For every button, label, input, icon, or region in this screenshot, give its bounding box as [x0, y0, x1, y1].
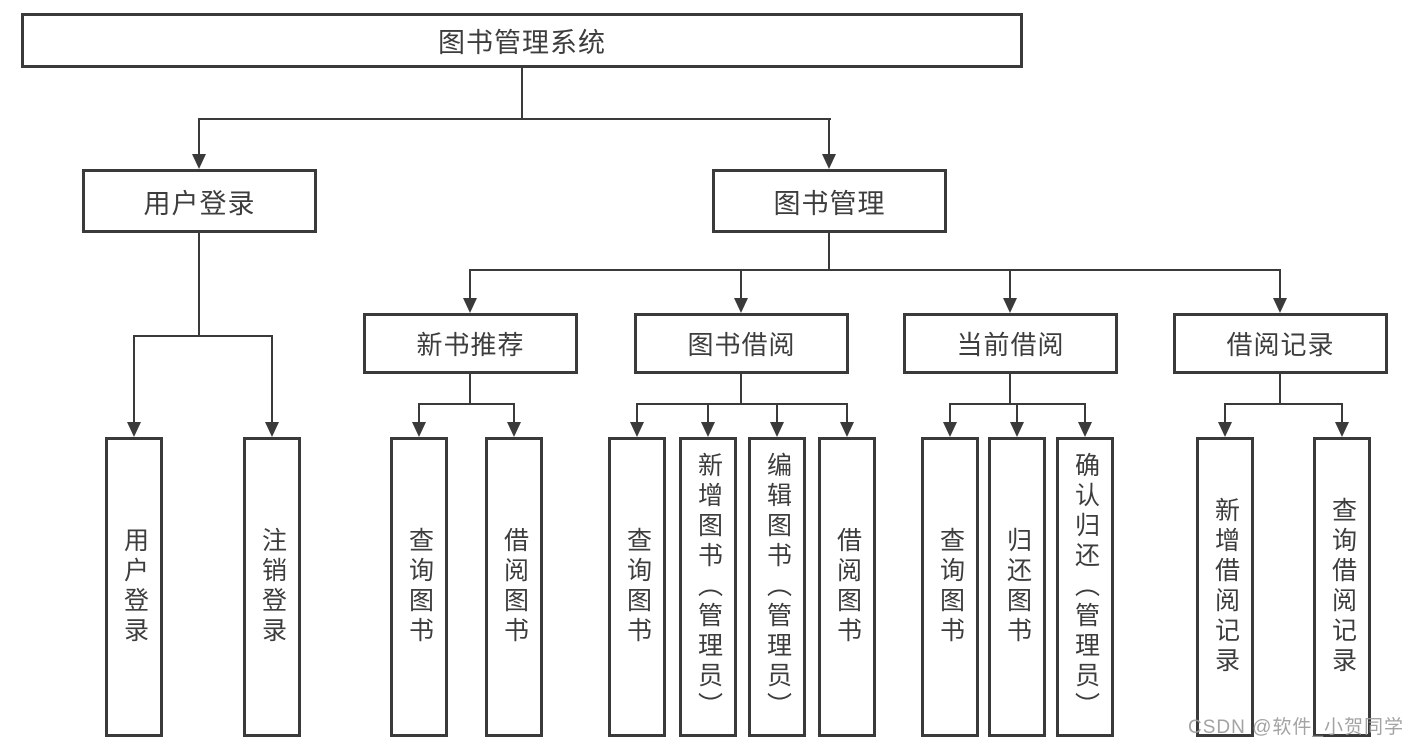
- node-new-book-recommend-label: 新书推荐: [416, 330, 525, 360]
- edge-drop: [707, 403, 709, 424]
- edge-book-management-stem: [828, 233, 830, 271]
- leaf-add-borrow-record: 新增借阅记录: [1196, 437, 1254, 737]
- edge-drop-borrow-records: [1279, 269, 1281, 300]
- node-book-borrow-label: 图书借阅: [687, 330, 796, 360]
- arrow-down-icon: [1010, 422, 1024, 437]
- arrow-down-icon: [265, 422, 279, 437]
- edge-book-borrow-bar: [636, 403, 848, 405]
- leaf-label: 借阅图书: [500, 527, 529, 647]
- arrow-down-icon: [701, 422, 715, 437]
- node-borrow-records: 借阅记录: [1173, 313, 1388, 374]
- edge-user-login-stem: [198, 233, 200, 337]
- edge-drop: [513, 403, 515, 424]
- edge-level2-bar: [198, 118, 831, 120]
- edge-drop-leaf-logout: [271, 335, 273, 424]
- edge-drop: [776, 403, 778, 424]
- node-root-label: 图书管理系统: [438, 28, 606, 58]
- arrow-down-icon: [463, 298, 477, 313]
- edge-drop: [846, 403, 848, 424]
- edge-root-stem: [521, 68, 523, 120]
- edge-drop-book-borrow: [740, 269, 742, 300]
- edge-current-borrow-stem: [1009, 374, 1011, 405]
- edge-book-borrow-stem: [740, 374, 742, 405]
- watermark: CSDN @软件_小贺同学: [1188, 717, 1404, 738]
- leaf-query-books-recommend: 查询图书: [390, 437, 448, 737]
- leaf-edit-books-admin: 编辑图书（管理员）: [748, 437, 806, 737]
- leaf-add-books-admin: 新增图书（管理员）: [679, 437, 737, 737]
- edge-drop: [1224, 403, 1226, 424]
- leaf-label: 确认归还（管理员）: [1071, 452, 1100, 722]
- node-root: 图书管理系统: [21, 13, 1023, 68]
- node-borrow-records-label: 借阅记录: [1226, 330, 1335, 360]
- edge-drop: [949, 403, 951, 424]
- node-user-login-label: 用户登录: [143, 188, 256, 219]
- arrow-down-icon: [1218, 422, 1232, 437]
- edge-drop-book-management: [828, 118, 830, 156]
- node-new-book-recommend: 新书推荐: [363, 313, 578, 374]
- leaf-label: 新增借阅记录: [1211, 497, 1240, 677]
- edge-borrow-records-bar: [1224, 403, 1343, 405]
- arrow-down-icon: [943, 422, 957, 437]
- arrow-down-icon: [822, 154, 836, 169]
- leaf-user-login: 用户登录: [105, 437, 163, 737]
- node-current-borrow: 当前借阅: [903, 313, 1118, 374]
- edge-drop-leaf-login: [133, 335, 135, 424]
- arrow-down-icon: [630, 422, 644, 437]
- arrow-down-icon: [127, 422, 141, 437]
- arrow-down-icon: [1335, 422, 1349, 437]
- node-book-borrow: 图书借阅: [634, 313, 849, 374]
- edge-drop-user-login: [198, 118, 200, 156]
- arrow-down-icon: [507, 422, 521, 437]
- leaf-label: 用户登录: [120, 527, 149, 647]
- arrow-down-icon: [192, 154, 206, 169]
- leaf-query-borrow-record: 查询借阅记录: [1313, 437, 1371, 737]
- arrow-down-icon: [1003, 298, 1017, 313]
- leaf-return-books: 归还图书: [988, 437, 1046, 737]
- arrow-down-icon: [770, 422, 784, 437]
- edge-new-book-stem: [469, 374, 471, 405]
- arrow-down-icon: [1078, 422, 1092, 437]
- edge-drop: [1341, 403, 1343, 424]
- edge-drop: [1084, 403, 1086, 424]
- leaf-logout: 注销登录: [243, 437, 301, 737]
- leaf-label: 借阅图书: [833, 527, 862, 647]
- arrow-down-icon: [840, 422, 854, 437]
- node-book-management-label: 图书管理: [773, 188, 886, 219]
- leaf-query-books-current: 查询图书: [921, 437, 979, 737]
- arrow-down-icon: [412, 422, 426, 437]
- leaf-confirm-return-admin: 确认归还（管理员）: [1056, 437, 1114, 737]
- leaf-borrow-books: 借阅图书: [818, 437, 876, 737]
- leaf-label: 注销登录: [258, 527, 287, 647]
- edge-level3-bar: [469, 269, 1281, 271]
- node-user-login: 用户登录: [82, 169, 317, 233]
- edge-borrow-records-stem: [1279, 374, 1281, 405]
- node-current-borrow-label: 当前借阅: [956, 330, 1065, 360]
- edge-new-book-bar: [418, 403, 515, 405]
- edge-drop-current-borrow: [1009, 269, 1011, 300]
- edge-drop-new-book-recommend: [469, 269, 471, 300]
- arrow-down-icon: [1273, 298, 1287, 313]
- edge-drop: [418, 403, 420, 424]
- leaf-borrow-books-recommend: 借阅图书: [485, 437, 543, 737]
- edge-drop: [636, 403, 638, 424]
- node-book-management: 图书管理: [712, 169, 947, 233]
- leaf-label: 查询图书: [405, 527, 434, 647]
- edge-user-login-bar: [133, 335, 273, 337]
- leaf-label: 查询图书: [623, 527, 652, 647]
- leaf-query-books-borrow: 查询图书: [608, 437, 666, 737]
- leaf-label: 归还图书: [1003, 527, 1032, 647]
- edge-drop: [1016, 403, 1018, 424]
- leaf-label: 查询图书: [936, 527, 965, 647]
- leaf-label: 查询借阅记录: [1328, 497, 1357, 677]
- arrow-down-icon: [734, 298, 748, 313]
- leaf-label: 编辑图书（管理员）: [763, 452, 792, 722]
- leaf-label: 新增图书（管理员）: [694, 452, 723, 722]
